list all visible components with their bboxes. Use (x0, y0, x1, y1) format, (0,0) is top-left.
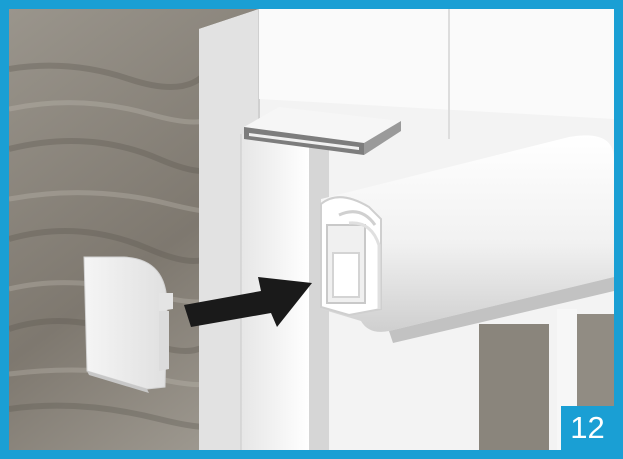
assembly-illustration (9, 9, 614, 450)
step-number-badge: 12 (561, 406, 614, 450)
end-cap-icon (84, 257, 173, 393)
step-number: 12 (570, 410, 604, 446)
